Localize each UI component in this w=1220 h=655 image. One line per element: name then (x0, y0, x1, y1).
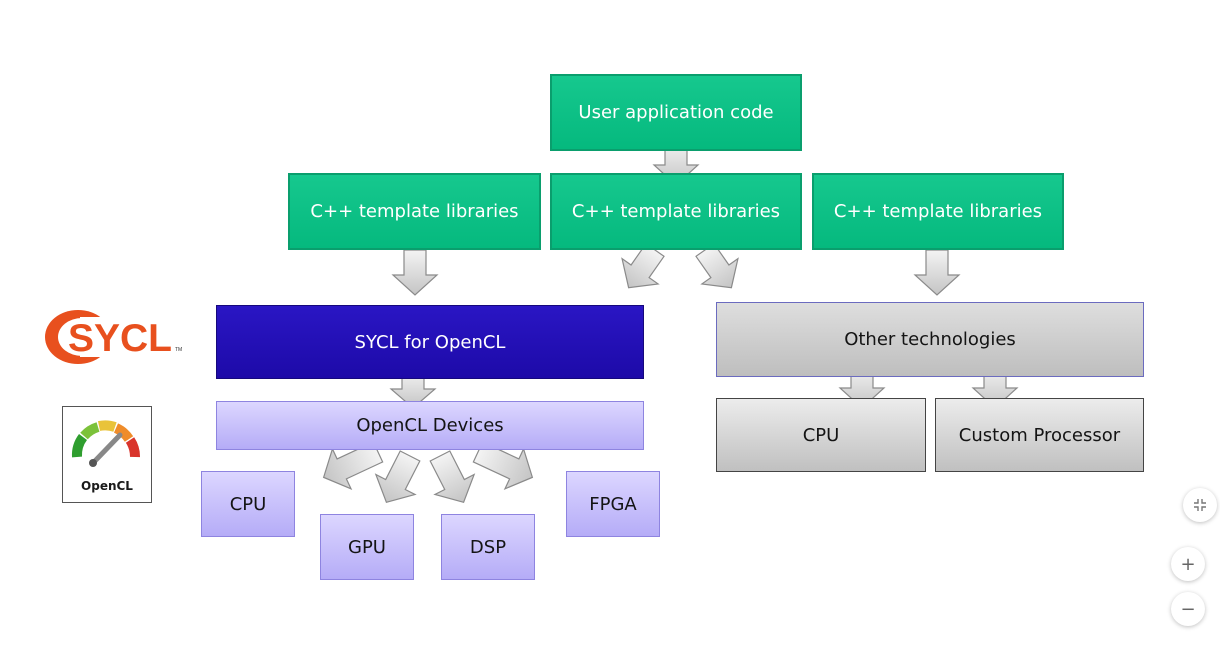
sycl-logo: SYCL TM (45, 310, 182, 364)
opencl-devices-label: OpenCL Devices (356, 415, 504, 436)
user-application-label: User application code (578, 102, 774, 123)
arrow-devices-to-gpu (374, 450, 421, 504)
sycl-logo-text: SYCL (68, 317, 172, 360)
template-libraries-label: C++ template libraries (571, 201, 781, 222)
template-libraries-box-left: C++ template libraries (288, 173, 541, 250)
opencl-logo-text: OpenCL (81, 479, 133, 493)
device-cpu-box: CPU (201, 471, 295, 537)
arrow-libs-right-to-other (913, 249, 961, 296)
device-gpu-box: GPU (320, 514, 414, 580)
other-technologies-box: Other technologies (716, 302, 1144, 377)
device-label: DSP (469, 536, 507, 558)
custom-processor-label: Custom Processor (958, 424, 1121, 446)
device-label: GPU (348, 536, 386, 558)
device-fpga-box: FPGA (566, 471, 660, 537)
other-technologies-label: Other technologies (844, 329, 1016, 350)
arrow-libs-center-left (621, 242, 665, 289)
sycl-trademark: TM (175, 347, 182, 353)
other-cpu-box: CPU (716, 398, 926, 472)
sycl-for-opencl-label: SYCL for OpenCL (354, 331, 506, 353)
exit-fullscreen-button[interactable] (1183, 488, 1217, 522)
opencl-devices-box: OpenCL Devices (216, 401, 644, 450)
zoom-in-button[interactable]: + (1171, 547, 1205, 581)
template-libraries-box-right: C++ template libraries (812, 173, 1064, 250)
zoom-out-button[interactable]: − (1171, 592, 1205, 626)
device-label: FPGA (589, 493, 637, 515)
exit-fullscreen-icon (1194, 499, 1206, 511)
zoom-out-icon: − (1180, 598, 1196, 620)
template-libraries-label: C++ template libraries (833, 201, 1043, 222)
user-application-box: User application code (550, 74, 802, 151)
template-libraries-label: C++ template libraries (310, 201, 519, 222)
arrow-devices-to-cpu (322, 441, 384, 490)
zoom-in-icon: + (1180, 553, 1196, 575)
arrow-devices-to-dsp (429, 450, 476, 504)
template-libraries-box-center: C++ template libraries (550, 173, 802, 250)
speedometer-icon (71, 420, 140, 467)
device-label: CPU (229, 493, 267, 515)
opencl-logo: OpenCL (62, 406, 152, 503)
device-dsp-box: DSP (441, 514, 535, 580)
custom-processor-box: Custom Processor (935, 398, 1144, 472)
arrow-libs-left-to-sycl (391, 249, 439, 296)
other-cpu-label: CPU (802, 424, 840, 446)
sycl-for-opencl-box: SYCL for OpenCL (216, 305, 644, 379)
